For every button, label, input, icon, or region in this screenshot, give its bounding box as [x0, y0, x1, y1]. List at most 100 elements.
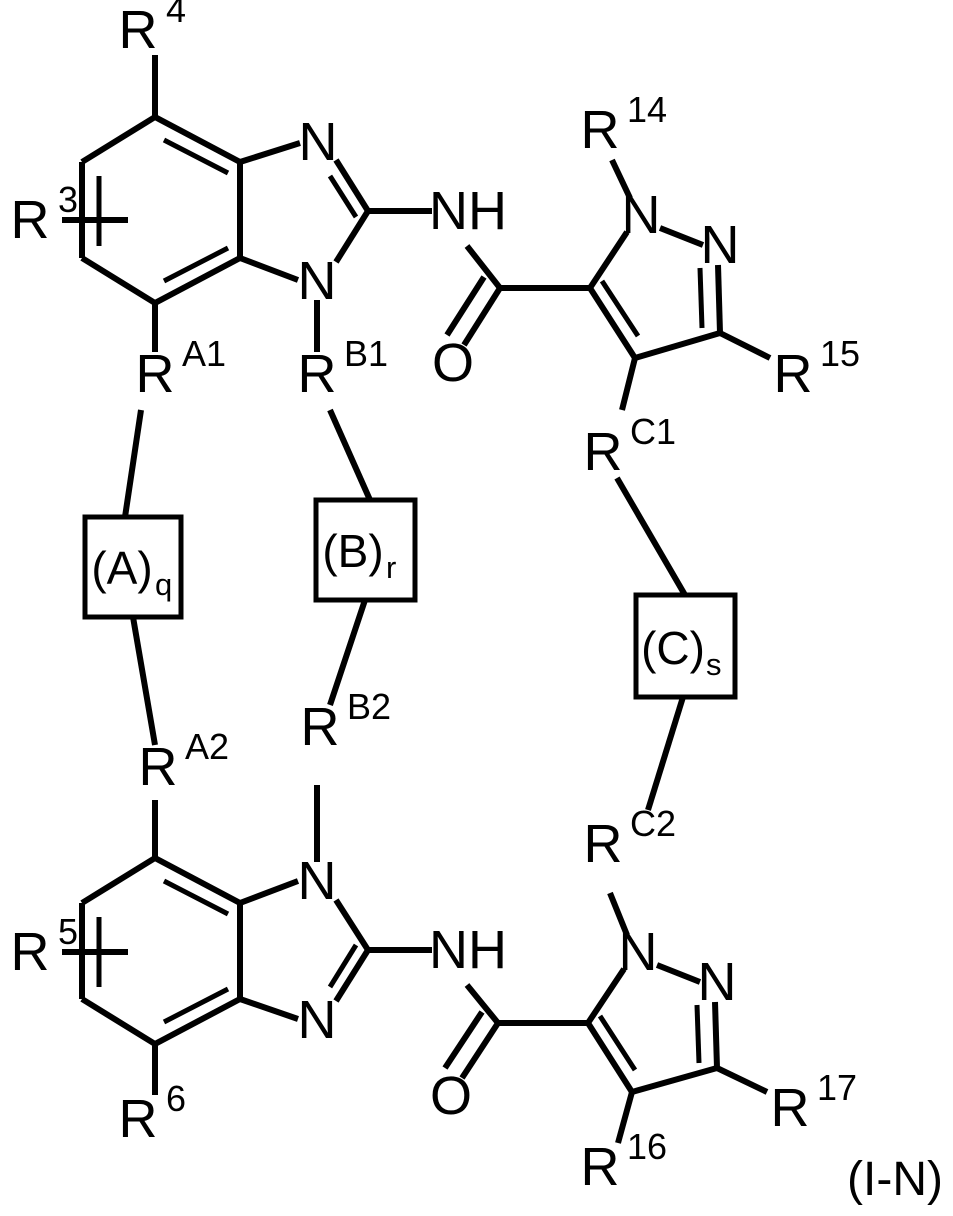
label-rc1: R C1	[584, 411, 677, 482]
atom-n-top2-imidazole: N	[298, 851, 337, 911]
box-a-subscript: q	[155, 567, 172, 602]
bond-nh-carbonyl	[464, 244, 503, 290]
label-r4: R 4	[119, 0, 187, 60]
box-c	[633, 592, 738, 700]
bond-imid2-double	[327, 943, 359, 989]
label-ra1-superscript: A1	[182, 333, 226, 374]
atom-o-top-carbonyl: O	[432, 333, 474, 393]
label-r5-base: R	[11, 922, 50, 982]
bond-benzene-double-2	[162, 245, 230, 284]
bond-rc1	[619, 357, 638, 411]
label-r15: R 15	[774, 333, 861, 404]
bond-r17	[715, 1065, 769, 1095]
atom-o-bottom-carbonyl: O	[430, 1066, 472, 1126]
bond-pyz-c4-c5-double	[599, 279, 641, 338]
label-r3-superscript: 3	[58, 179, 78, 220]
bond-benzene2-6	[80, 855, 157, 906]
bond-pyz-n2-c3-double	[697, 267, 705, 329]
bond-pyz-c5-n1	[587, 230, 630, 290]
atom-n1-top-pyrazole: N	[622, 185, 661, 245]
bond-pyz2-c5-n1	[585, 967, 627, 1025]
linker-a: (A) q	[82, 409, 184, 746]
atom-n-bottom-imidazole: N	[298, 251, 337, 311]
bond-pyz-n1-n2	[658, 225, 705, 248]
bond-benzene-double-1	[162, 137, 230, 176]
bond-pyz2-n2-c3	[712, 1001, 720, 1069]
label-rb1-base: R	[298, 344, 337, 404]
label-rb1: R B1	[298, 333, 389, 404]
label-r5: R 5	[11, 911, 79, 982]
label-r14-base: R	[581, 100, 620, 160]
bond-benzene-1	[153, 114, 242, 165]
label-r3: R 3	[11, 179, 79, 250]
bond-boxb-rb2	[327, 599, 368, 706]
top-benzimidazole: N N	[62, 55, 432, 352]
label-r3-base: R	[11, 190, 50, 250]
label-ra1-base: R	[136, 344, 175, 404]
bond-rc1-boxc	[614, 476, 688, 597]
bond-benzene2-4	[80, 996, 157, 1047]
bond-imid-2	[333, 158, 371, 213]
label-ra2: R A2	[139, 726, 230, 797]
label-r16-base: R	[581, 1137, 620, 1197]
atom-n2-bottom-pyrazole: N	[698, 952, 737, 1012]
bond-pyz2-n1-n2	[655, 962, 702, 985]
bond-imid-1	[239, 140, 301, 165]
label-rb2: R B2	[301, 686, 392, 757]
bottom-benzimidazole: N N	[62, 785, 432, 1095]
label-r16: R 16	[581, 1126, 668, 1197]
label-r17-base: R	[771, 1078, 810, 1138]
label-r6: R 6	[119, 1078, 187, 1149]
box-b-label: (B)	[322, 525, 383, 577]
bond-boxa-ra2	[130, 616, 158, 746]
bond-benzene2-double-1	[162, 878, 230, 917]
bond-imid-3	[333, 209, 371, 264]
label-r17: R 17	[771, 1067, 858, 1138]
bond-pyz2-c4-c5	[585, 1021, 635, 1094]
atom-n-bottom2-imidazole: N	[298, 990, 337, 1050]
label-r14-superscript: 14	[627, 89, 667, 130]
label-rb2-superscript: B2	[347, 686, 391, 727]
label-rb2-base: R	[301, 697, 340, 757]
atom-nh-top-amide: NH	[429, 181, 507, 241]
atom-n1-bottom-pyrazole: N	[619, 922, 658, 982]
formula-tag: (I-N)	[847, 1153, 943, 1206]
label-r6-superscript: 6	[166, 1078, 186, 1119]
bond-boxc-rc2	[645, 696, 686, 811]
bond-pyz-c3-c4	[634, 330, 721, 361]
label-ra2-superscript: A2	[185, 726, 229, 767]
label-r4-superscript: 4	[166, 0, 186, 30]
top-pyrazole: N N	[587, 158, 772, 411]
label-rb1-superscript: B1	[344, 333, 388, 374]
bond-nh-carbonyl-2	[464, 983, 501, 1025]
label-r17-superscript: 17	[817, 1067, 857, 1108]
label-rc1-superscript: C1	[630, 411, 676, 452]
bond-imid2-2	[333, 898, 371, 952]
label-ra2-base: R	[139, 737, 178, 797]
bond-rb1-boxb	[327, 408, 373, 502]
label-rc2: R C2	[584, 803, 677, 874]
bond-r14	[609, 158, 633, 200]
bond-imid-4	[238, 255, 300, 283]
bond-benzene2-1	[153, 855, 242, 906]
linker-b: (B) r	[313, 408, 418, 706]
box-c-label: (C)	[641, 622, 705, 674]
bottom-amide: NH O	[429, 920, 588, 1126]
label-rc2-superscript: C2	[630, 803, 676, 844]
bond-r15	[718, 330, 772, 361]
bond-co-2	[444, 275, 487, 337]
bond-ra1-boxa	[122, 409, 144, 518]
bond-imid2-1	[238, 878, 300, 906]
bond-pyz2-n2-c3-double	[694, 1004, 702, 1064]
bond-pyz2-c4-c5-double	[597, 1014, 638, 1072]
bond-imid2-4	[239, 996, 299, 1022]
label-r4-base: R	[119, 0, 158, 60]
linker-c: (C) s	[614, 476, 738, 811]
bond-pyz-n2-c3	[715, 264, 723, 334]
atom-nh-bottom-amide: NH	[429, 920, 507, 980]
bond-rc2	[607, 891, 630, 937]
bond-co2-1	[459, 1021, 501, 1080]
bond-benzene2-3	[153, 996, 242, 1047]
label-r15-superscript: 15	[820, 333, 860, 374]
